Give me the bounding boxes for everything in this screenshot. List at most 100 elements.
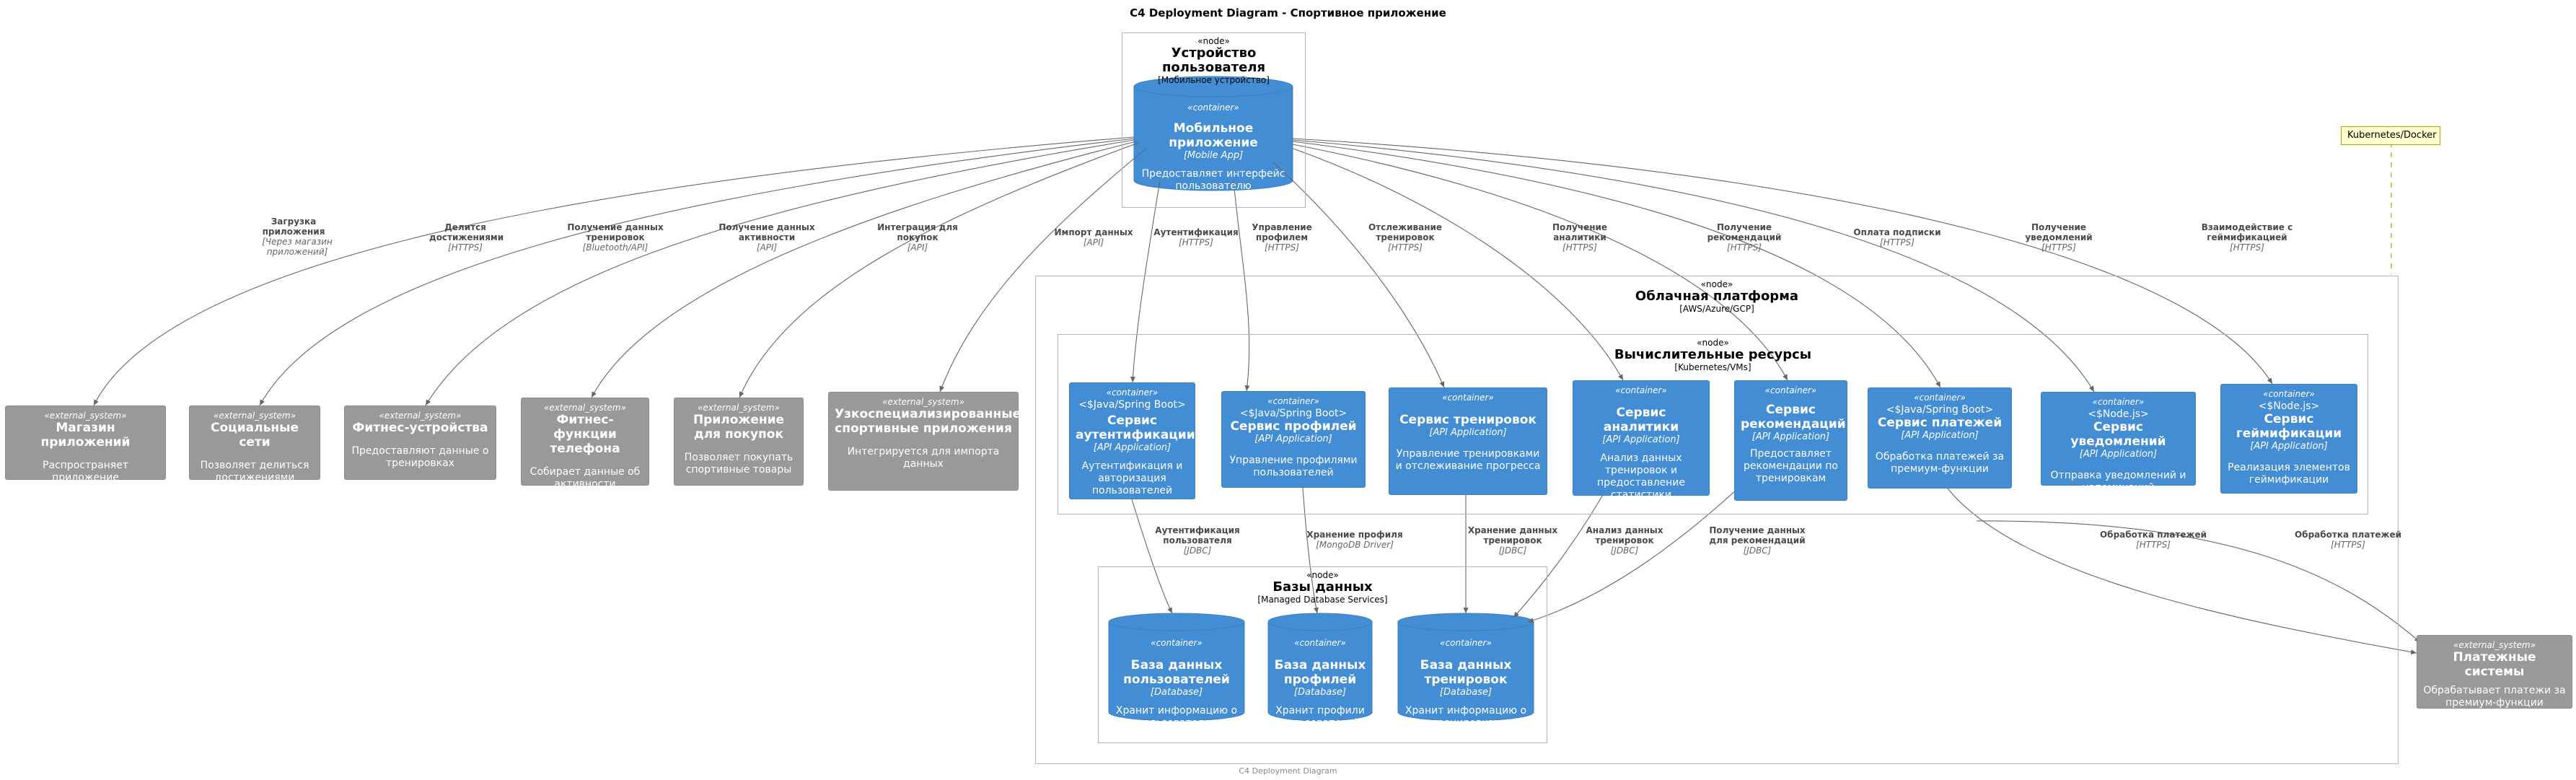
database-technology: [Database] <box>1293 687 1347 698</box>
rel-db-profiles <box>1302 487 1319 614</box>
relation-label: Обработка платежей <box>2099 530 2207 540</box>
rel-label-app-store: Загрузка приложения [Через магазин прило… <box>261 216 333 257</box>
external-title: Узкоспециализированные спортивные прилож… <box>835 407 1021 436</box>
node-title: Устройство пользователя <box>1161 45 1266 75</box>
service-payments: «container» <$Java/Spring Boot> Сервис п… <box>1868 387 2012 488</box>
external-title: Фитнес-функции телефона <box>550 413 620 456</box>
service-notifications: «container» <$Node.js> Сервис уведомлени… <box>2041 392 2196 494</box>
relation-technology: [Bluetooth/API] <box>582 242 649 253</box>
rel-pay-2 <box>1976 520 2421 643</box>
relation-label: Получение аналитики <box>1552 222 1608 242</box>
external-shopping: «external_system» Приложение для покупок… <box>674 398 804 486</box>
external-title: Платежные системы <box>2453 650 2536 679</box>
node-databases: «node» Базы данных [Managed Database Ser… <box>1098 566 1547 743</box>
service-title: Сервис платежей <box>1877 416 2003 430</box>
relation-label: Хранение данных тренировок <box>1467 525 1558 545</box>
relation-technology: [HTTPS] <box>1179 237 1213 247</box>
database-description: Хранит информацию о пользователях <box>1115 705 1238 729</box>
relation-technology: [API] <box>756 242 778 253</box>
service-technology: [API Application] <box>1254 434 1332 444</box>
rel-label-recommendations: Получение рекомендаций [HTTPS] <box>1705 222 1784 253</box>
rel-label-phone-fitness: Получение данных активности [API] <box>716 222 817 253</box>
relation-label: Интеграция для покупок <box>877 222 958 242</box>
node-stereotype: «node» <box>1197 36 1230 46</box>
node-technology: [AWS/Azure/GCP] <box>1679 304 1754 314</box>
rel-label-trainings: Отслеживание тренировок [HTTPS] <box>1362 222 1449 253</box>
db-profiles-cylinder <box>1267 613 1373 722</box>
rel-label-shopping: Интеграция для покупок [API] <box>874 222 961 253</box>
external-description: Предоставляют данные о тренировках <box>351 445 489 469</box>
external-title: Магазин приложений <box>40 421 131 450</box>
service-title: Сервис рекомендаций <box>1741 403 1846 431</box>
relation-label: Аутентификация пользователя <box>1155 525 1240 545</box>
relation-technology: [HTTPS] <box>1562 242 1597 253</box>
relation-technology: [HTTPS] <box>2041 242 2076 253</box>
rel-db-recommendations <box>1527 481 1746 623</box>
service-analytics: «container» Сервис аналитики [API Applic… <box>1573 380 1710 501</box>
node-technology: [Managed Database Services] <box>1257 595 1388 605</box>
relation-label: Хранение профиля <box>1306 530 1403 540</box>
node-technology: [Kubernetes/VMs] <box>1674 362 1751 372</box>
stereotype: «container» <box>1187 102 1239 113</box>
relation-label: Взаимодействие с геймификацией <box>2201 222 2293 242</box>
database-technology: [Database] <box>1150 687 1203 698</box>
relation-technology: [API] <box>1083 237 1104 247</box>
rel-shopping <box>739 142 1139 398</box>
relation-label: Загрузка приложения <box>262 216 325 237</box>
service-technology: [API Application] <box>1901 430 1979 441</box>
node-compute-resources: «node» Вычислительные ресурсы [Kubernete… <box>1058 334 2368 514</box>
service-description: Анализ данных тренировок и предоставлени… <box>1596 452 1685 501</box>
stereotype: «external_system» <box>214 411 296 421</box>
node-stereotype: «node» <box>1697 338 1729 348</box>
external-description: Распространяет приложение <box>43 460 128 483</box>
relation-technology: [HTTPS] <box>2136 540 2171 550</box>
relation-label: Управление профилем <box>1252 222 1312 242</box>
relation-label: Получение данных тренировок <box>567 222 664 242</box>
rel-pay-1 <box>1947 488 2417 655</box>
stereotype: «container» <box>1615 385 1667 395</box>
service-auth: «container» <$Java/Spring Boot> Сервис а… <box>1069 382 1195 499</box>
service-recommendations: «container» Сервис рекомендаций [API App… <box>1734 380 1847 501</box>
technology-sprite: <$Java/Spring Boot> <box>1239 408 1348 419</box>
database-title: База данных пользователей <box>1123 658 1230 687</box>
rel-label-db-trainings: Хранение данных тренировок [JDBC] <box>1466 525 1560 556</box>
rel-label-profile: Управление профилем [HTTPS] <box>1246 222 1318 253</box>
node-title: Базы данных <box>1272 579 1373 595</box>
rel-social <box>259 138 1135 406</box>
service-trainings: «container» Сервис тренировок [API Appli… <box>1389 387 1547 495</box>
relation-technology: [HTTPS] <box>2230 242 2264 253</box>
stereotype: «external_system» <box>2453 640 2536 650</box>
stereotype: «container» <box>1106 387 1159 398</box>
rel-sport-apps <box>939 147 1148 393</box>
relation-label: Импорт данных <box>1054 227 1133 237</box>
service-description: Управление тренировками и отслеживание п… <box>1395 448 1541 472</box>
service-description: Реализация элементов геймификации <box>2228 462 2350 486</box>
service-description: Отправка уведомлений и напоминаний <box>2050 470 2186 494</box>
node-stereotype: «node» <box>1700 279 1733 289</box>
external-title: Фитнес-устройства <box>352 421 488 435</box>
relation-technology: [HTTPS] <box>448 242 483 253</box>
technology-sprite: <$Node.js> <box>2258 400 2320 412</box>
mobile-app-cylinder <box>1133 76 1293 191</box>
rel-label-db-profiles: Хранение профиля [MongoDB Driver] <box>1306 530 1402 550</box>
stereotype: «container» <box>1440 638 1492 648</box>
service-title: Сервис уведомлений <box>2070 420 2166 449</box>
node-title: Вычислительные ресурсы <box>1614 347 1812 362</box>
relation-label: Аутентификация <box>1153 227 1239 237</box>
stereotype: «container» <box>1294 638 1346 648</box>
relation-technology: [HTTPS] <box>1880 237 1915 247</box>
stereotype: «container» <box>2263 389 2315 399</box>
node-cloud-platform: «node» Облачная платформа [AWS/Azure/GCP… <box>1035 276 2399 764</box>
database-description: Хранит информацию о тренировках <box>1405 705 1527 729</box>
relation-technology: [HTTPS] <box>1388 242 1423 253</box>
diagram-footer: C4 Deployment Diagram <box>1239 766 1337 776</box>
relation-technology: [JDBC] <box>1743 545 1772 556</box>
relation-technology: [JDBC] <box>1498 545 1527 556</box>
technology-sprite: <$Java/Spring Boot> <box>1886 404 1994 416</box>
external-app-store: «external_system» Магазин приложений Рас… <box>5 406 166 483</box>
service-gamification: «container» <$Node.js> Сервис геймификац… <box>2220 384 2357 494</box>
rel-recommendations <box>1292 144 1788 381</box>
database-users: «container» База данных пользователей [D… <box>1109 622 1244 729</box>
service-title: Сервис аутентификации <box>1076 413 1195 442</box>
